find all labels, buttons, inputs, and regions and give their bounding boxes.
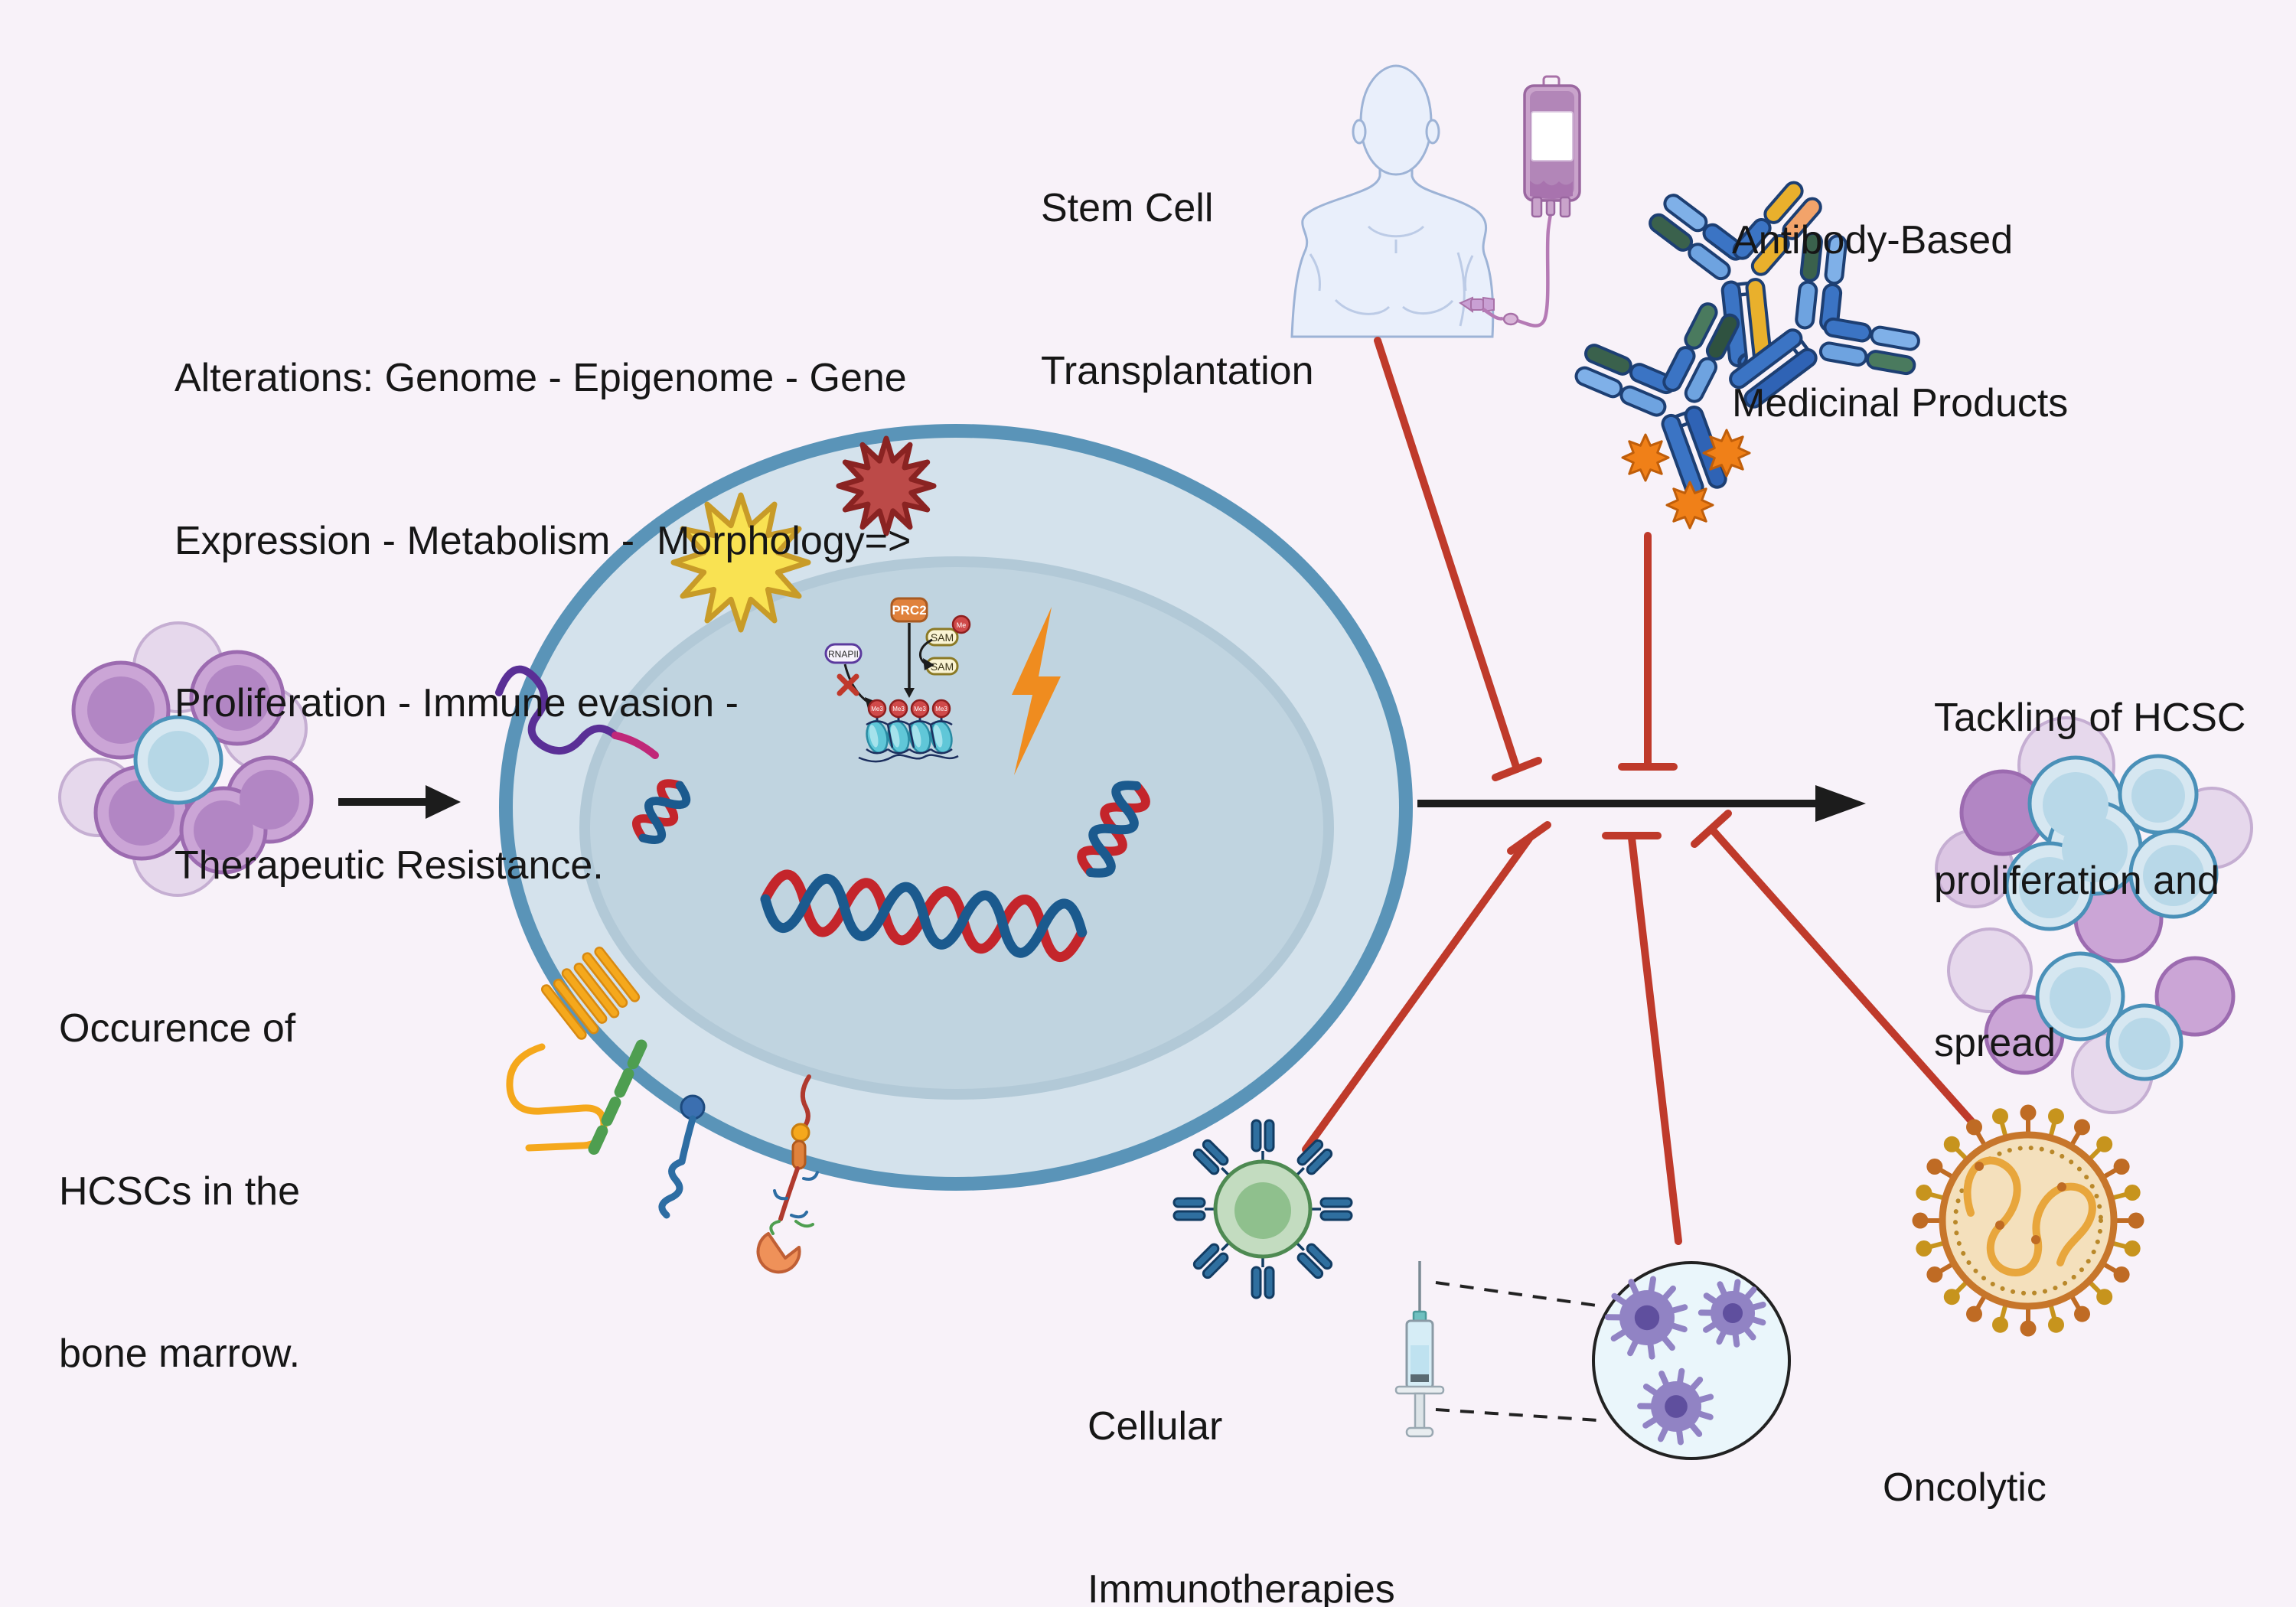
patient-head xyxy=(1359,64,1433,176)
prc2-pill xyxy=(890,597,928,623)
receptor-maroon-icon xyxy=(756,1074,819,1274)
rnapii-label: RNAPII xyxy=(828,649,859,660)
cancer-vaccines-label: Cancer Vaccines xyxy=(1558,1517,1856,1607)
car-t-cell-icon xyxy=(1172,1119,1353,1299)
antibody-icon-1 xyxy=(1649,181,1822,369)
stem-cell-transplantation-label: Stem Cell Transplantation xyxy=(1041,186,1314,393)
cell-nucleus xyxy=(579,556,1334,1100)
me-circle xyxy=(951,614,971,634)
sam-pill-top xyxy=(925,627,959,647)
drug-payload-stars-icon xyxy=(1621,429,1751,530)
inhibition-line-cancer-vaccines xyxy=(1602,832,1682,1245)
prc2-label: PRC2 xyxy=(892,603,926,618)
dendritic-cell-icon xyxy=(1604,1276,1688,1360)
gpcr-receptor-orange-icon xyxy=(506,947,641,1152)
occurrence-label: Occurence of HCSCs in the bone marrow. xyxy=(59,1006,301,1376)
me3-label: Me3 xyxy=(914,706,926,712)
oncolytic-virus-icon xyxy=(1912,1104,2144,1337)
receptor-blue-icon xyxy=(658,1094,706,1219)
blocked-x-icon xyxy=(837,673,859,696)
arrow-occurrence-to-cell xyxy=(338,785,461,819)
sam-bottom-label: SAM xyxy=(931,660,954,673)
inhibition-line-antibody-products xyxy=(1618,532,1678,771)
histones-me3-icon: Me3 Me3 Me3 Me3 xyxy=(858,699,959,763)
tackling-label: Tackling of HCSC proliferation and sprea… xyxy=(1934,696,2246,1065)
syringe-icon xyxy=(1394,1261,1445,1438)
antibody-products-label: Antibody-Based Medicinal Products xyxy=(1732,218,2069,425)
arrow-cell-to-outcome xyxy=(1417,785,1866,822)
hcsc-cell-icon xyxy=(499,424,1413,1191)
epigenetics-diagram: PRC2 SAM Me SAM RNAPII xyxy=(824,597,971,763)
damage-starburst-yellow-icon xyxy=(670,492,811,633)
me3-label: Me3 xyxy=(935,706,947,712)
mutated-receptor-purple-icon xyxy=(495,665,659,759)
me3-label: Me3 xyxy=(892,706,905,712)
alterations-label: Alterations: Genome - Epigenome - Gene E… xyxy=(174,356,912,888)
hcsc-origin-cluster-icon xyxy=(58,621,314,897)
me-label: Me xyxy=(957,621,967,629)
antibody-icon-3 xyxy=(1729,232,1920,409)
lightning-bolt-icon xyxy=(1012,607,1061,775)
damage-starburst-red-icon xyxy=(836,435,937,536)
vaccine-callout-lines xyxy=(1435,1281,1599,1422)
tackled-hcsc-cluster-icon xyxy=(1935,716,2253,1114)
oncolytic-virotherapy-label: Oncolytic Virotherapy xyxy=(1883,1465,2047,1511)
vaccine-inset-circle xyxy=(1592,1261,1791,1460)
sam-top-label: SAM xyxy=(931,631,954,644)
inhibition-line-oncolytic-virotherapy xyxy=(1691,810,1980,1130)
rnapii-pill xyxy=(824,643,863,664)
inhibition-line-stem-cell-transplantation xyxy=(1374,337,1542,781)
me3-label: Me3 xyxy=(871,706,883,712)
patient-figure-icon xyxy=(1290,64,1555,338)
virus-genome xyxy=(1963,1156,2096,1276)
iv-line-icon xyxy=(1458,204,1555,328)
inhibition-line-cellular-immunotherapies xyxy=(1302,821,1551,1153)
mutated-receptor-green-icon xyxy=(586,1039,647,1159)
dendritic-cell-icon xyxy=(1637,1367,1714,1446)
dendritic-cell-icon xyxy=(1698,1279,1766,1348)
cellular-immunotherapies-label: Cellular Immunotherapies xyxy=(1088,1404,1395,1607)
iv-bag-icon xyxy=(1523,75,1581,218)
dna-helix-icon xyxy=(632,779,1150,962)
